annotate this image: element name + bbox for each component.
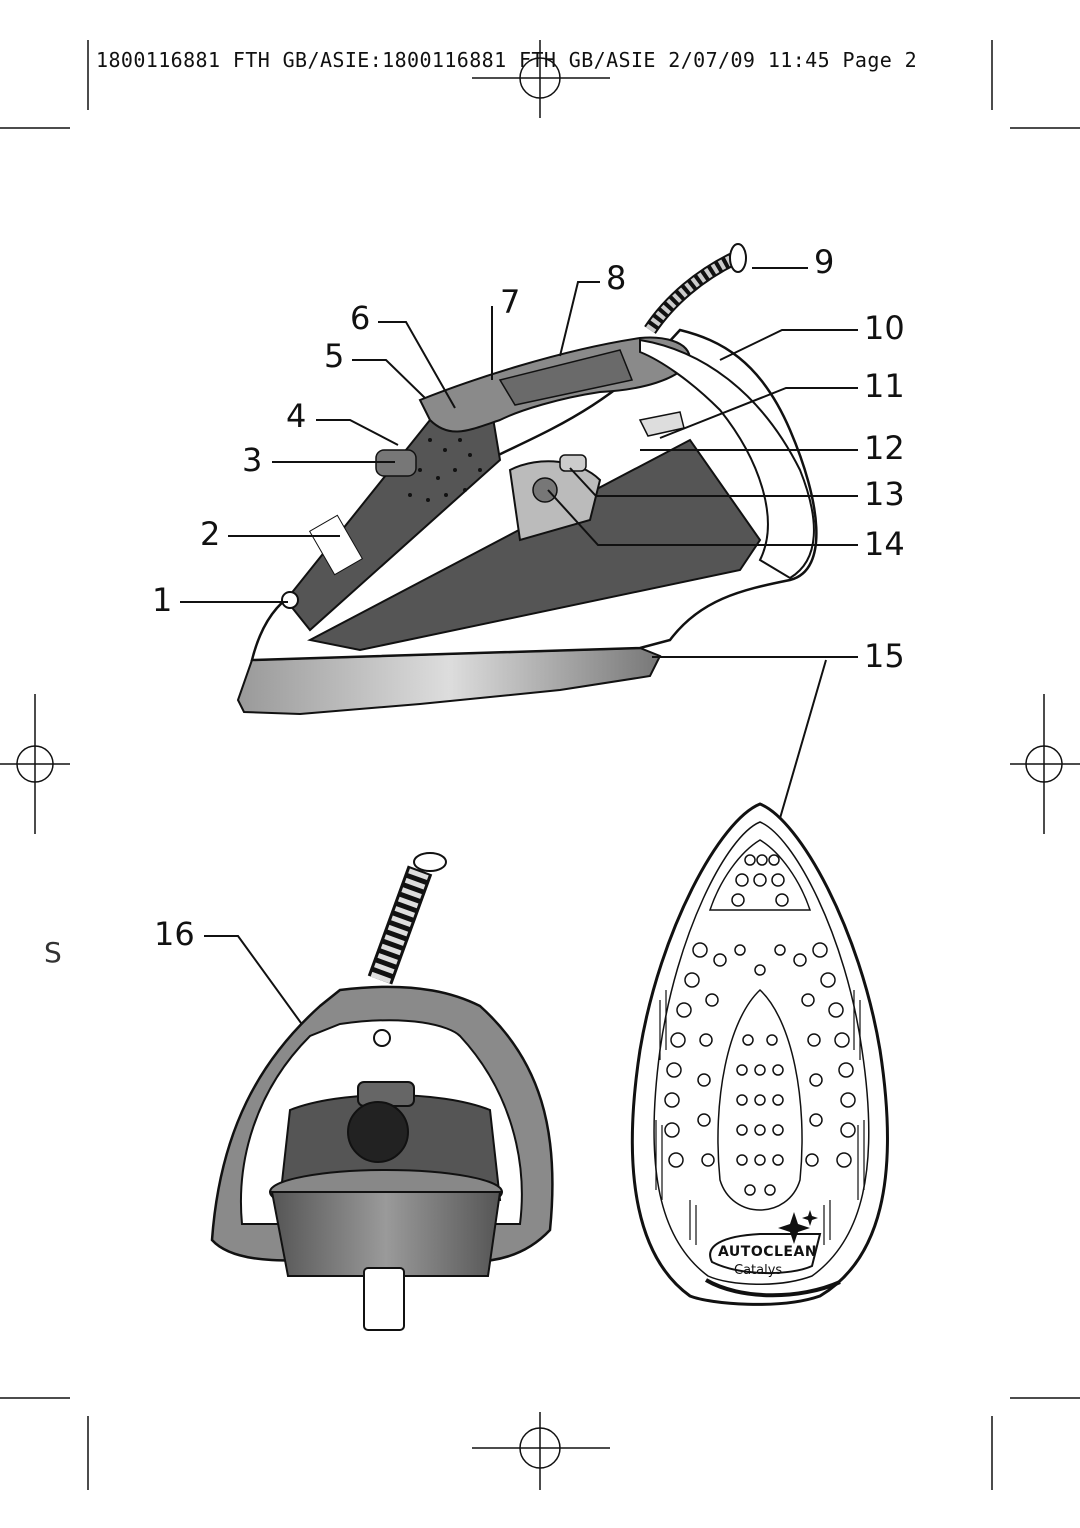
iron-side-dark-band bbox=[307, 438, 762, 652]
callout-13: 13 bbox=[864, 475, 905, 513]
soleplate-grooves bbox=[655, 990, 865, 1245]
callout-6: 6 bbox=[350, 299, 371, 337]
soleplate-steam-holes bbox=[664, 854, 856, 1196]
rear-cord-guard bbox=[367, 865, 433, 985]
iron-handle-grip bbox=[498, 349, 634, 406]
callout-9: 9 bbox=[814, 243, 835, 281]
iron-cord-end bbox=[729, 243, 747, 273]
soleplate-tip-zone bbox=[708, 839, 812, 911]
soleplate-logo-swoosh bbox=[709, 1233, 822, 1275]
soleplate-center-zone bbox=[717, 988, 803, 1211]
side-letter: S bbox=[44, 936, 62, 969]
rear-screw bbox=[373, 1029, 391, 1047]
iron-cord-guard-inner bbox=[645, 253, 738, 333]
callout-1: 1 bbox=[152, 581, 173, 619]
callout-10: 10 bbox=[864, 309, 905, 347]
iron-spray-nozzle bbox=[281, 591, 299, 609]
iron-rating-label bbox=[308, 514, 364, 576]
soleplate-outline bbox=[630, 802, 889, 1306]
soleplate-view: AUTOCLEAN Catalys bbox=[630, 802, 889, 1306]
iron-side-view bbox=[236, 243, 818, 716]
leader-lines bbox=[180, 267, 858, 1133]
iron-vent-dots bbox=[408, 438, 482, 502]
callout-15: 15 bbox=[864, 637, 905, 675]
callout-2: 2 bbox=[200, 515, 221, 553]
callout-7: 7 bbox=[500, 283, 521, 321]
callout-12: 12 bbox=[864, 429, 905, 467]
print-slug-line: 1800116881 FTH GB/ASIE:1800116881 FTH GB… bbox=[96, 48, 918, 72]
callout-14: 14 bbox=[864, 525, 905, 563]
callout-4: 4 bbox=[286, 397, 307, 435]
soleplate-brand-line1: AUTOCLEAN bbox=[718, 1244, 817, 1260]
soleplate-inner-outline bbox=[653, 821, 870, 1285]
soleplate-heel-swoosh bbox=[704, 1278, 841, 1298]
sparkle-icon bbox=[778, 1210, 818, 1244]
iron-thermostat-indicator bbox=[559, 454, 587, 472]
callout-5: 5 bbox=[324, 337, 345, 375]
soleplate-brand-line2: Catalys bbox=[734, 1263, 782, 1278]
rear-base bbox=[270, 1191, 502, 1277]
callout-16: 16 bbox=[154, 915, 195, 953]
rear-cord-end bbox=[413, 852, 447, 872]
rear-anti-scale-valve bbox=[347, 1101, 409, 1163]
callout-3: 3 bbox=[242, 441, 263, 479]
iron-rear-view bbox=[210, 852, 554, 1331]
crop-marks bbox=[0, 40, 1080, 1490]
rear-base-tab bbox=[363, 1267, 405, 1331]
callout-8: 8 bbox=[606, 259, 627, 297]
iron-rear-heel bbox=[639, 338, 815, 580]
callout-11: 11 bbox=[864, 367, 905, 405]
iron-tank-button bbox=[532, 477, 558, 503]
